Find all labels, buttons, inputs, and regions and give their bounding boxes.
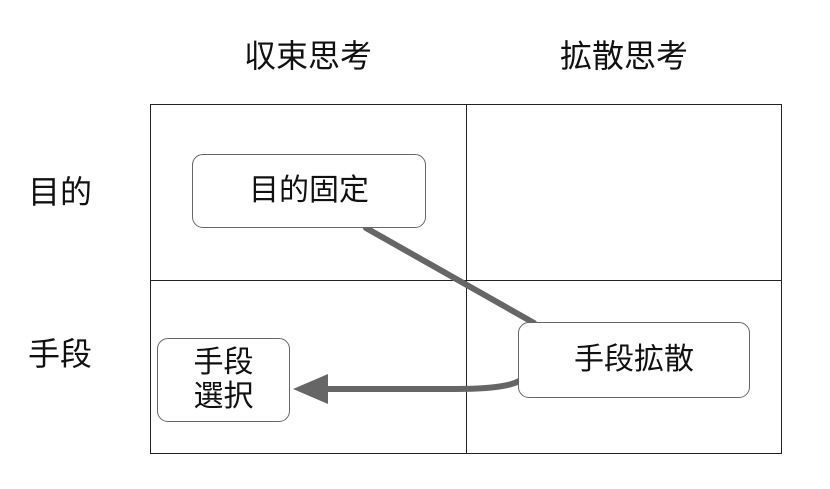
node-means-selection-line2: 選択 bbox=[193, 379, 254, 414]
node-means-divergent[interactable]: 手段拡散 bbox=[518, 322, 750, 398]
node-means-divergent-label: 手段拡散 bbox=[574, 342, 694, 377]
node-means-selection-line1: 手段 bbox=[193, 344, 254, 380]
grid-horizontal-divider bbox=[151, 280, 781, 281]
row-header-means: 手段 bbox=[28, 335, 93, 373]
row-header-purpose: 目的 bbox=[28, 173, 93, 211]
node-purpose-fixed-label: 目的固定 bbox=[249, 173, 369, 208]
column-header-convergent: 収束思考 bbox=[243, 37, 372, 75]
column-header-divergent: 拡散思考 bbox=[559, 37, 688, 75]
grid-vertical-divider bbox=[466, 105, 467, 453]
node-purpose-fixed[interactable]: 目的固定 bbox=[192, 154, 426, 228]
node-means-selection[interactable]: 手段 選択 bbox=[157, 338, 290, 422]
